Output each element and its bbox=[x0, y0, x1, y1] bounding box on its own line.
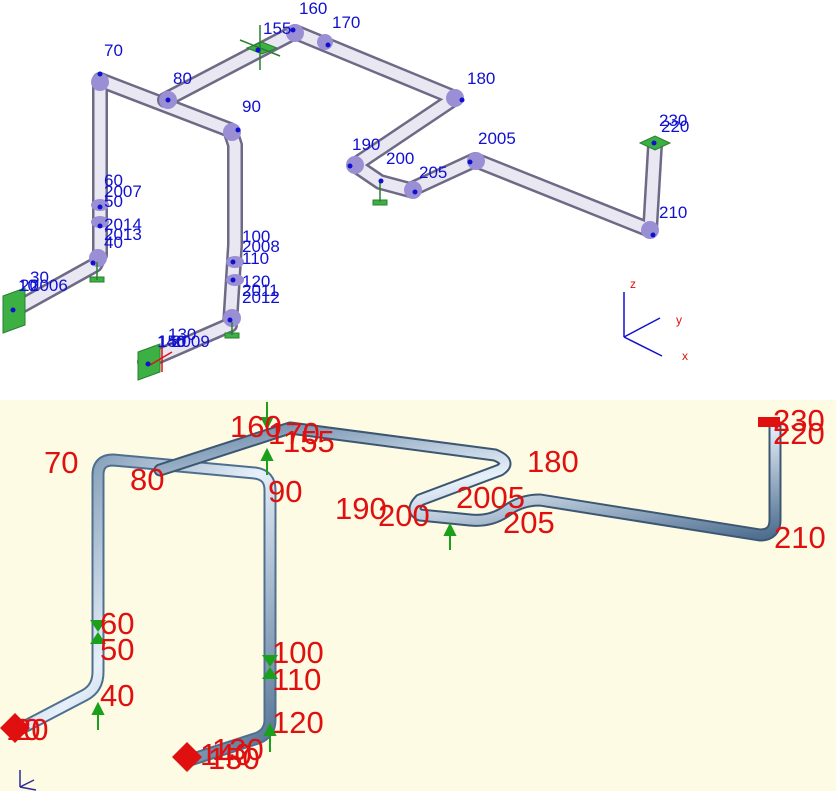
axis-x-label: x bbox=[682, 349, 688, 363]
bottom-view: 70 80 160 170 155 90 180 190 200 2005 20… bbox=[0, 400, 836, 791]
bottom-label: 90 bbox=[268, 474, 302, 509]
top-label: 2005 bbox=[478, 129, 516, 148]
axis-y-label: y bbox=[676, 313, 682, 327]
elbow-210 bbox=[641, 221, 659, 239]
top-label: 2009 bbox=[172, 332, 210, 351]
axis-z-label: z bbox=[630, 277, 636, 291]
bottom-label: 120 bbox=[272, 705, 324, 740]
bottom-label: 180 bbox=[527, 444, 579, 479]
top-label: 80 bbox=[173, 69, 192, 88]
top-label: 70 bbox=[104, 41, 123, 60]
top-label: 2013 bbox=[104, 225, 142, 244]
bottom-label: 170 bbox=[268, 416, 320, 451]
elbow-200 bbox=[404, 181, 422, 199]
top-node-labels: 70 80 155 160 170 180 90 190 200 205 200… bbox=[18, 0, 689, 351]
top-label: 170 bbox=[332, 13, 360, 32]
mini-axis-triad bbox=[19, 770, 37, 791]
valve-110-icon bbox=[262, 667, 278, 679]
elbow-170 bbox=[317, 34, 333, 50]
top-label: 50 bbox=[104, 192, 123, 211]
elbow-180 bbox=[446, 89, 464, 107]
top-label: 20 bbox=[20, 276, 39, 295]
bottom-label: 200 bbox=[378, 498, 430, 533]
top-label: 2008 bbox=[242, 237, 280, 256]
bottom-valves bbox=[90, 620, 278, 679]
axis-x-line bbox=[623, 336, 663, 357]
top-elbows bbox=[89, 24, 659, 327]
bottom-label: 50 bbox=[100, 632, 134, 667]
anchor-230-icon bbox=[758, 417, 780, 427]
top-restraint-marker bbox=[149, 345, 173, 372]
bottom-label: 20 bbox=[14, 712, 48, 747]
bottom-label: 190 bbox=[335, 491, 387, 526]
top-node-dots bbox=[10, 27, 657, 367]
top-label: 190 bbox=[352, 135, 380, 154]
bottom-label: 70 bbox=[44, 445, 78, 480]
top-label: 60 bbox=[104, 171, 123, 190]
top-view-background bbox=[0, 0, 836, 400]
valve-100-icon bbox=[262, 655, 278, 667]
bottom-support-arrows bbox=[91, 402, 457, 752]
top-label: 130 bbox=[168, 325, 196, 344]
anchor-10-icon bbox=[0, 713, 30, 743]
top-label: 2007 bbox=[104, 182, 142, 201]
valve-60-icon bbox=[90, 620, 106, 632]
bottom-label: 60 bbox=[100, 606, 134, 641]
top-view: 70 80 155 160 170 180 90 190 200 205 200… bbox=[0, 0, 836, 400]
elbow-160 bbox=[286, 24, 304, 42]
top-label: 160 bbox=[299, 0, 327, 18]
elbow-190 bbox=[346, 156, 364, 174]
elbow-120 bbox=[223, 309, 241, 327]
bottom-label: 210 bbox=[774, 520, 826, 555]
top-support-stems bbox=[96, 25, 381, 335]
bottom-label: 100 bbox=[272, 635, 324, 670]
bottom-label: 140 bbox=[200, 737, 252, 772]
bottom-label: 2005 bbox=[456, 480, 525, 515]
bottom-label: 220 bbox=[773, 416, 825, 451]
top-label: 180 bbox=[467, 69, 495, 88]
bottom-label: 10 bbox=[6, 712, 40, 747]
axis-triad: z y x bbox=[623, 277, 688, 363]
bottom-label: 80 bbox=[130, 462, 164, 497]
top-label: 90 bbox=[242, 97, 261, 116]
elbow-70 bbox=[91, 73, 109, 91]
axis-y-line bbox=[623, 317, 661, 338]
top-label: 205 bbox=[419, 163, 447, 182]
top-label: 2012 bbox=[242, 288, 280, 307]
top-label: 120 bbox=[242, 272, 270, 291]
bottom-node-labels: 70 80 160 170 155 90 180 190 200 2005 20… bbox=[6, 403, 826, 776]
bottom-label: 155 bbox=[283, 424, 335, 459]
valve-50-icon bbox=[90, 632, 106, 644]
top-label: 140 bbox=[157, 332, 185, 351]
top-label: 2014 bbox=[104, 215, 142, 234]
elbow-90 bbox=[223, 123, 241, 141]
bottom-anchors bbox=[0, 417, 780, 772]
top-label: 110 bbox=[242, 249, 269, 268]
top-label: 40 bbox=[104, 233, 123, 252]
bottom-label: 130 bbox=[212, 732, 264, 767]
top-label: 100 bbox=[242, 227, 270, 246]
top-label: 220 bbox=[661, 117, 689, 136]
valve-2014 bbox=[91, 216, 109, 228]
bottom-label: 230 bbox=[773, 403, 825, 438]
top-label: 150 bbox=[158, 332, 186, 351]
top-label: 2006 bbox=[30, 276, 68, 295]
bottom-label: 150 bbox=[208, 741, 260, 776]
top-label: 210 bbox=[659, 203, 687, 222]
top-label: 10 bbox=[18, 276, 37, 295]
top-label: 155 bbox=[263, 19, 291, 38]
top-label: 230 bbox=[659, 111, 687, 130]
anchor-140-icon bbox=[172, 742, 202, 772]
bottom-label: 110 bbox=[272, 662, 321, 697]
top-label: 200 bbox=[386, 149, 414, 168]
top-label: 30 bbox=[30, 268, 49, 287]
elbow-2005 bbox=[467, 152, 485, 170]
bottom-label: 40 bbox=[100, 678, 134, 713]
top-label: 2011 bbox=[242, 281, 279, 300]
bottom-label: 205 bbox=[503, 505, 555, 540]
bottom-label: 160 bbox=[230, 409, 282, 444]
